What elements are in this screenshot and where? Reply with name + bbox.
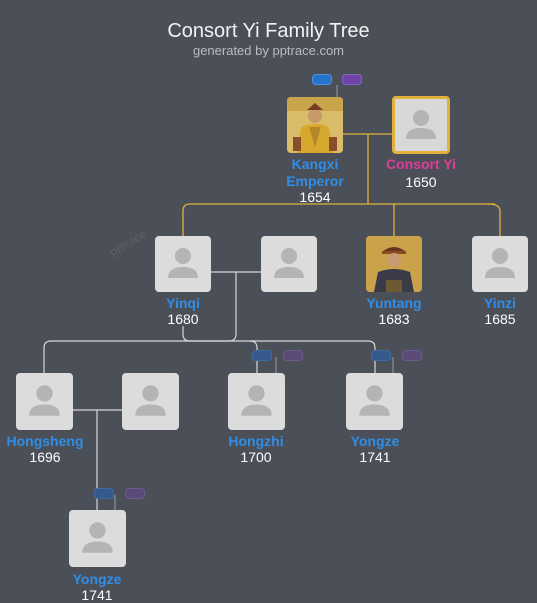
person-silhouette-icon: [485, 248, 515, 278]
person-card-hongsheng[interactable]: [16, 373, 73, 430]
person-name-hongzhi[interactable]: Hongzhi: [228, 433, 284, 449]
person-silhouette-icon: [135, 385, 166, 416]
person-name-kangxi-line2[interactable]: Emperor: [286, 173, 344, 189]
portrait-icon: [366, 236, 422, 292]
person-card-yongze-a[interactable]: [346, 373, 403, 430]
person-year-yuntang: 1683: [378, 311, 410, 327]
person-name-consort-yi[interactable]: Consort Yi: [385, 156, 456, 172]
person-card-yuntang[interactable]: [366, 236, 422, 292]
person-card-yinqi-spouse[interactable]: [261, 236, 317, 292]
person-silhouette-icon: [274, 248, 304, 278]
person-year-yongze-b: 1741: [81, 587, 113, 603]
person-year-consort-yi: 1650: [405, 174, 437, 190]
person-name-yuntang[interactable]: Yuntang: [366, 295, 422, 311]
person-card-consort-yi[interactable]: [392, 96, 450, 154]
person-silhouette-icon: [168, 248, 198, 278]
expand-descendants-pill[interactable]: [283, 350, 303, 361]
expand-descendants-pill[interactable]: [342, 74, 362, 85]
person-year-yongze-a: 1741: [359, 449, 391, 465]
person-name-yongze-a[interactable]: Yongze: [350, 433, 400, 449]
expand-ancestors-pill[interactable]: [252, 350, 272, 361]
person-card-kangxi[interactable]: [287, 97, 343, 153]
person-silhouette-icon: [406, 110, 436, 139]
person-silhouette-icon: [241, 385, 272, 416]
person-card-hongzhi[interactable]: [228, 373, 285, 430]
person-silhouette-icon: [29, 385, 60, 416]
person-name-yongze-b[interactable]: Yongze: [72, 571, 122, 587]
expand-ancestors-pill[interactable]: [94, 488, 114, 499]
person-card-yongze-b[interactable]: [69, 510, 126, 567]
person-year-yinzi: 1685: [484, 311, 516, 327]
person-year-yinqi: 1680: [167, 311, 199, 327]
person-name-yinzi[interactable]: Yinzi: [483, 295, 517, 311]
page-subtitle: generated by pptrace.com: [192, 43, 345, 58]
expand-ancestors-pill[interactable]: [371, 350, 391, 361]
person-silhouette-icon: [82, 522, 113, 553]
person-card-yinzi[interactable]: [472, 236, 528, 292]
person-year-hongsheng: 1696: [29, 449, 61, 465]
expand-descendants-pill[interactable]: [125, 488, 145, 499]
person-name-kangxi-line1[interactable]: Kangxi: [291, 156, 339, 172]
page-title: Consort Yi Family Tree: [167, 20, 370, 42]
person-year-hongzhi: 1700: [240, 449, 272, 465]
expand-descendants-pill[interactable]: [402, 350, 422, 361]
person-card-yinqi[interactable]: [155, 236, 211, 292]
portrait-icon: [287, 97, 343, 153]
person-name-yinqi[interactable]: Yinqi: [166, 295, 200, 311]
person-silhouette-icon: [359, 385, 390, 416]
person-name-hongsheng[interactable]: Hongsheng: [6, 433, 84, 449]
person-card-hongsheng-spouse[interactable]: [122, 373, 179, 430]
expand-ancestors-pill[interactable]: [312, 74, 332, 85]
person-year-kangxi: 1654: [299, 189, 331, 205]
